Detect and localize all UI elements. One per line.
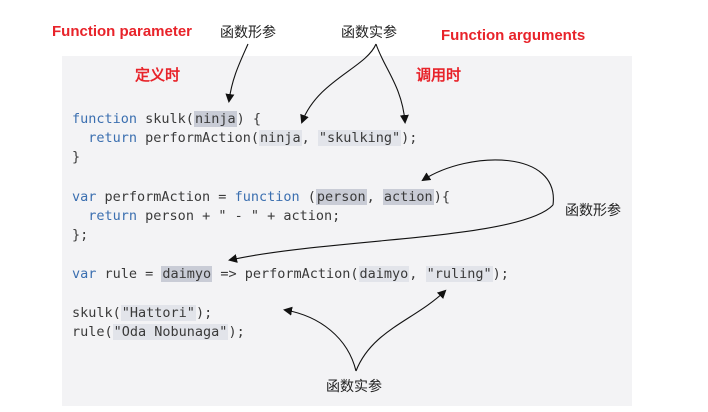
label-function-parameter: Function parameter xyxy=(52,23,193,40)
code-line-4: var performAction = function (person, ac… xyxy=(72,189,450,205)
label-args-cn-top: 函数实参 xyxy=(341,25,397,41)
label-call-time: 调用时 xyxy=(416,67,462,84)
arrow-args-bottom-right xyxy=(355,289,447,372)
arg-hattori: "Hattori" xyxy=(120,305,196,321)
label-param-cn-right: 函数形参 xyxy=(565,203,621,219)
param-action: action xyxy=(382,189,434,205)
code-line-5: return person + " - " + action; xyxy=(88,208,341,224)
param-person: person xyxy=(315,189,367,205)
label-function-arguments: Function arguments xyxy=(441,27,586,44)
label-param-cn-top: 函数形参 xyxy=(220,25,276,41)
label-define-time: 定义时 xyxy=(135,67,181,84)
code-line-2: return performAction(ninja, "skulking"); xyxy=(88,130,418,146)
code-line-3: } xyxy=(72,149,81,165)
param-daimyo: daimyo xyxy=(161,266,213,282)
arrow-args-top-right xyxy=(375,43,409,124)
arg-skulking: "skulking" xyxy=(317,130,402,146)
code-line-9: rule("Oda Nobunaga"); xyxy=(72,324,245,340)
arg-oda-nobunaga: "Oda Nobunaga" xyxy=(112,324,229,340)
code-panel xyxy=(62,56,632,406)
arg-daimyo: daimyo xyxy=(358,266,410,282)
code-line-1: function skulk(ninja) { xyxy=(72,111,261,127)
arrow-param-right-bottom xyxy=(228,204,554,263)
arrow-args-top-left xyxy=(300,43,377,124)
code-line-6: }; xyxy=(72,227,89,243)
arg-ninja: ninja xyxy=(258,130,302,146)
arrow-param-right-top xyxy=(421,159,554,206)
code-line-8: skulk("Hattori"); xyxy=(72,305,213,321)
code-line-7: var rule = daimyo => performAction(daimy… xyxy=(72,266,509,282)
arrow-args-bottom-left xyxy=(283,306,357,372)
label-args-cn-bottom: 函数实参 xyxy=(326,379,382,395)
arrow-param-top xyxy=(225,43,249,103)
param-ninja: ninja xyxy=(193,111,237,127)
arg-ruling: "ruling" xyxy=(425,266,493,282)
